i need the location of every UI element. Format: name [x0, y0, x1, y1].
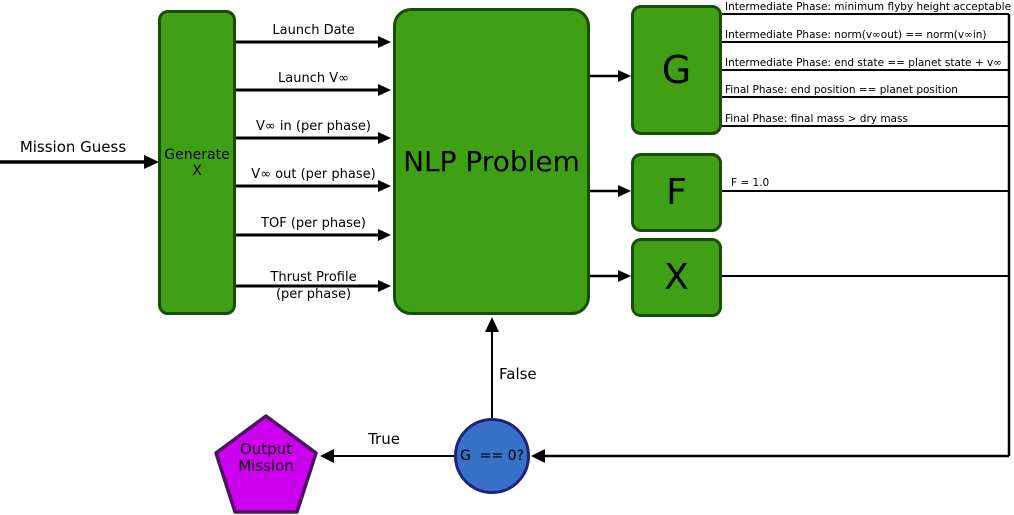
x-node: X: [631, 238, 722, 317]
arrow-nlp-to-f: [590, 185, 631, 197]
constraint-label-flyby-height: Intermediate Phase: minimum flyby height…: [725, 1, 1012, 13]
arrow-nlp-to-x: [590, 270, 631, 282]
input-label-tof: TOF (per phase): [261, 216, 366, 231]
arrow-vinf-out: [236, 180, 391, 192]
constraint-label-end-position: Final Phase: end position == planet posi…: [725, 84, 958, 96]
mission-guess-arrow: [0, 155, 159, 169]
constraint-lines: [722, 13, 1009, 127]
nlp-problem-node: NLP Problem: [393, 8, 590, 315]
true-arrow: [320, 449, 454, 463]
objective-value-label: F = 1.0: [731, 177, 770, 189]
output-mission-pentagon: [214, 414, 318, 514]
output-mission-label: Output Mission: [238, 440, 294, 476]
input-label-launch-vinf: Launch V∞: [278, 71, 349, 86]
false-branch-label: False: [499, 365, 537, 383]
constraint-label-norm-vinf: Intermediate Phase: norm(v∞out) == norm(…: [725, 29, 987, 41]
generate-x-node: Generate X: [158, 10, 236, 315]
f-node: F: [631, 153, 722, 232]
input-label-thrust-profile: Thrust Profile (per phase): [270, 270, 357, 302]
constraint-label-final-mass: Final Phase: final mass > dry mass: [725, 113, 908, 125]
input-label-vinf-out: V∞ out (per phase): [251, 167, 376, 182]
arrow-nlp-to-g: [590, 70, 631, 82]
false-arrow: [485, 317, 499, 418]
feedback-line: [531, 14, 1011, 463]
constraint-label-end-state: Intermediate Phase: end state == planet …: [725, 57, 1002, 69]
g-node: G: [631, 5, 722, 135]
input-label-vinf-in: V∞ in (per phase): [256, 119, 371, 134]
arrow-thrust-profile: [236, 280, 391, 292]
g-equals-zero-decision-node: G == 0?: [454, 418, 530, 494]
arrow-launch-vinf: [236, 84, 391, 96]
arrow-tof: [236, 229, 391, 241]
input-label-launch-date: Launch Date: [272, 23, 355, 38]
true-branch-label: True: [368, 430, 400, 448]
arrow-launch-date: [236, 36, 391, 48]
mission-guess-label: Mission Guess: [19, 138, 127, 156]
arrow-vinf-in: [236, 132, 391, 144]
